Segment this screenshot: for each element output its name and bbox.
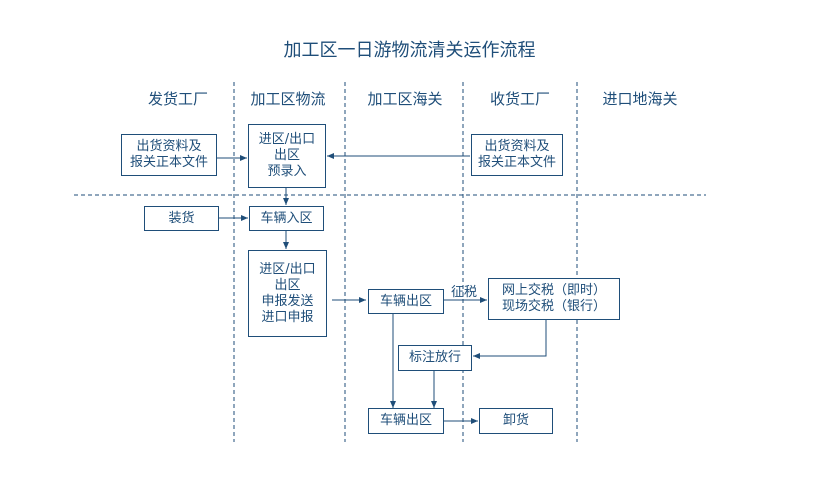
page-title: 加工区一日游物流清关运作流程 [283, 40, 536, 61]
lane-header-import-customs: 进口地海关 [602, 90, 678, 108]
node-vehicle-exit-2: 车辆出区 [368, 408, 444, 434]
lane-header-sender-factory: 发货工厂 [147, 90, 208, 108]
lane-header-zone-customs: 加工区海关 [367, 90, 443, 108]
lane-header-zone-logistics: 加工区物流 [250, 90, 326, 108]
node-declare: 进区/出口 出区 申报发送 进口申报 [248, 250, 327, 337]
node-pre-entry: 进区/出口 出区 预录入 [248, 124, 326, 188]
node-loading: 装货 [144, 206, 219, 231]
node-release-mark: 标注放行 [398, 345, 472, 371]
edge-label-levy-tax: 征税 [451, 285, 478, 300]
node-docs-sender: 出货资料及 报关正本文件 [121, 134, 217, 176]
lane-header-receiver-factory: 收货工厂 [489, 90, 550, 108]
node-vehicle-exit-1: 车辆出区 [368, 289, 444, 314]
lane-dividers [74, 82, 706, 442]
node-unloading: 卸货 [479, 408, 553, 434]
node-docs-receiver: 出货资料及 报关正本文件 [471, 134, 563, 176]
node-tax-payment: 网上交税（即时） 现场交税（银行） [488, 278, 620, 320]
node-vehicle-enter: 车辆入区 [249, 206, 324, 231]
